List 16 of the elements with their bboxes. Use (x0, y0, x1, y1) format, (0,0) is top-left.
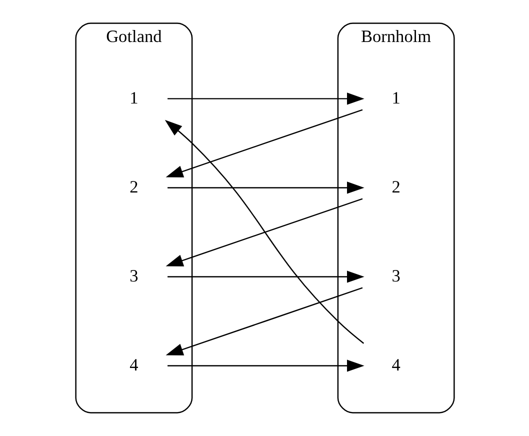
node-text: 4 (129, 355, 138, 374)
node-text: 4 (391, 355, 400, 374)
arrow (167, 182, 364, 194)
node-text: 3 (391, 266, 400, 286)
arrow (167, 92, 364, 105)
node-text: 1 (391, 88, 400, 108)
arrow (165, 198, 362, 266)
arrow (167, 270, 364, 283)
node-text: 2 (391, 177, 400, 196)
arrow (165, 287, 362, 356)
arrow (165, 109, 362, 178)
node-text: 1 (129, 88, 138, 108)
node-text: 2 (129, 177, 138, 196)
arrow (167, 360, 364, 372)
node-text: 3 (129, 266, 138, 286)
arrow (164, 120, 364, 344)
